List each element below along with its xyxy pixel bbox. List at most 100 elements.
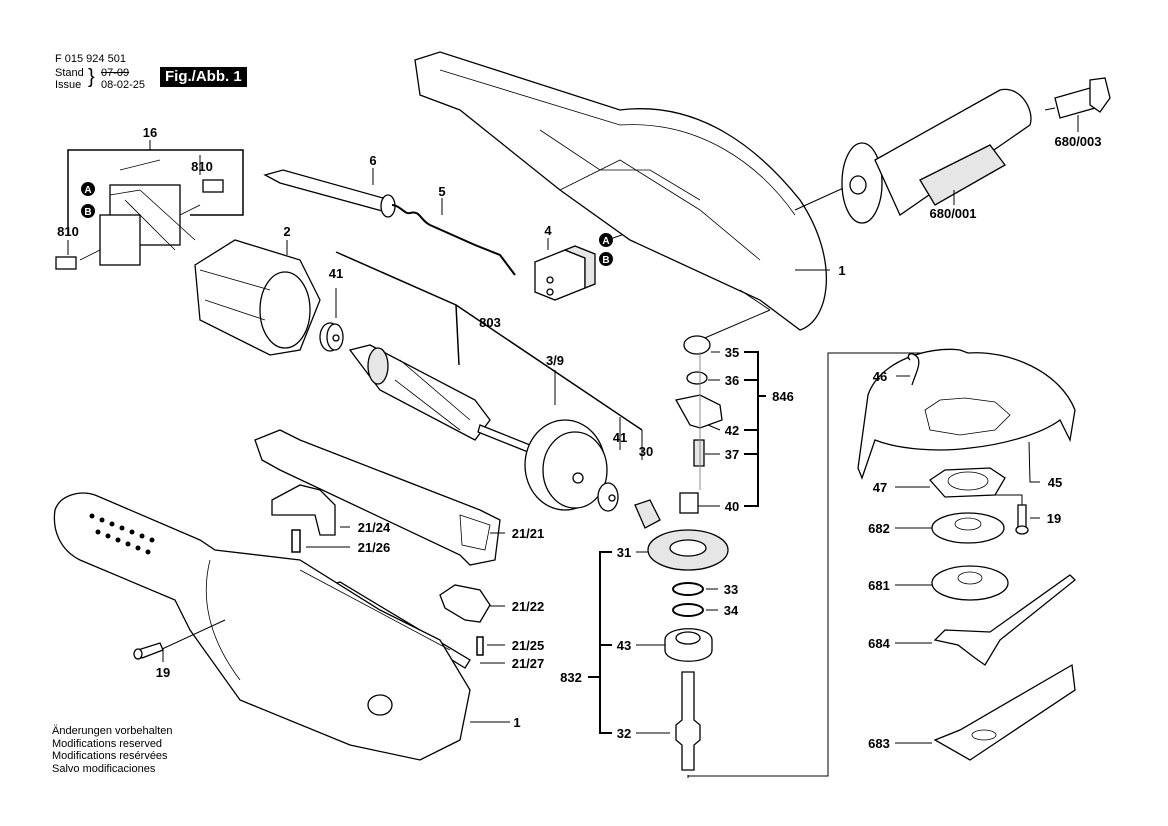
switch-part-21-22 [439, 584, 491, 623]
part-label-35: 35 [725, 345, 739, 360]
part-label-21-25: 21/25 [512, 638, 545, 653]
part-label-803: 803 [479, 315, 501, 330]
notice-line-de: Änderungen vorbehalten [52, 725, 173, 737]
part-label-36: 36 [725, 373, 739, 388]
flange-682 [931, 512, 1005, 544]
brush-holder-assembly: A B 16 810 810 [55, 125, 244, 270]
cable-sleeve-6 [263, 169, 391, 213]
notice-line-es: Salvo modificaciones [52, 762, 156, 775]
spindle-32 [675, 671, 701, 771]
armature [348, 344, 531, 453]
part-label-16: 16 [143, 125, 157, 140]
washer-33 [672, 582, 704, 596]
auxiliary-handle: 680/003 680/001 [841, 77, 1111, 224]
bracket-832 [599, 551, 612, 734]
notice-line-en: Modifications reserved [52, 737, 163, 750]
switch-part-21-24 [271, 484, 336, 536]
part-label-43: 43 [617, 638, 631, 653]
part-label-6: 6 [369, 153, 376, 168]
switch-4 [534, 245, 596, 301]
spring-46 [907, 353, 920, 386]
part-label-681: 681 [868, 578, 890, 593]
callout-a-icon [81, 182, 95, 196]
callout-a-label: A [84, 185, 91, 196]
cable-assembly: A B 6 5 4 [263, 153, 681, 301]
part-label-19-right: 19 [1047, 511, 1061, 526]
bolt-680-003 [1054, 77, 1111, 119]
part-label-21-24: 21/24 [358, 520, 391, 535]
carbon-brush-left [55, 256, 77, 270]
callout-b-icon [81, 204, 95, 218]
issue-label: Issue [55, 79, 82, 91]
part-label-846: 846 [772, 389, 794, 404]
svg-text:A: A [602, 236, 609, 247]
part-label-810-top: 810 [191, 159, 213, 174]
part-label-4: 4 [544, 223, 552, 238]
part-label-45: 45 [1048, 475, 1062, 490]
part-label-683: 683 [868, 736, 890, 751]
part-label-31: 31 [617, 545, 631, 560]
stand-label: Stand [55, 67, 84, 79]
cable-5 [391, 204, 516, 276]
housing-half-top: 1 [414, 51, 851, 341]
stand-date-struck: 07-09 [101, 67, 130, 79]
callout-b-label: B [84, 207, 91, 218]
brace-icon: } [88, 66, 95, 88]
part-label-42: 42 [725, 423, 739, 438]
part-label-1-top: 1 [838, 263, 845, 278]
stator-2: 2 [194, 224, 321, 356]
part-label-41-b: 41 [613, 430, 627, 445]
part-label-21-21: 21/21 [512, 526, 545, 541]
part-label-33: 33 [724, 582, 738, 597]
modifications-notice: Änderungen vorbehalten Modifications res… [52, 725, 172, 775]
figure-label: Fig./Abb. 1 [160, 67, 247, 87]
callout-b-icon [599, 252, 613, 266]
part-label-40: 40 [725, 499, 739, 514]
part-label-21-22: 21/22 [512, 599, 545, 614]
part-label-2: 2 [283, 224, 290, 239]
brush-holder [79, 159, 201, 266]
spindle-assembly: 31 33 34 43 832 32 [560, 352, 969, 778]
housing-half-bottom: 19 1 [53, 492, 521, 761]
carbon-brush-top [202, 179, 224, 193]
part-label-46: 46 [873, 369, 887, 384]
pin-wrench-684 [933, 574, 1076, 666]
part-label-32: 32 [617, 726, 631, 741]
part-label-682: 682 [868, 521, 890, 536]
part-label-47: 47 [873, 480, 887, 495]
wrench-683 [933, 663, 1076, 761]
screw-19-right [1017, 504, 1027, 529]
wheel-guard-45 [857, 348, 1076, 480]
handle-grip-680-001 [874, 88, 1032, 216]
pinion-30: 30 [634, 444, 661, 529]
part-label-30: 30 [639, 444, 653, 459]
locking-plate-47 [929, 467, 1006, 498]
callout-a-icon [599, 233, 613, 247]
document-number: F 015 924 501 [55, 53, 126, 65]
circlip-34 [672, 603, 704, 617]
spring-21-25 [476, 636, 484, 656]
part-label-41-a: 41 [329, 266, 343, 281]
part-label-832: 832 [560, 670, 582, 685]
bearing-41-a: 41 [319, 266, 344, 352]
part-label-680-001: 680/001 [930, 206, 977, 221]
fan-3-9: 3/9 [524, 353, 608, 511]
part-label-810-left: 810 [57, 224, 79, 239]
bracket-16 [67, 149, 244, 234]
spring-21-26 [291, 529, 301, 553]
guard-and-flanges: 46 45 47 19 682 681 684 683 [857, 348, 1076, 761]
part-label-21-27: 21/27 [512, 656, 545, 671]
bearing-41-b: 41 [597, 430, 627, 512]
part-label-21-26: 21/26 [358, 540, 391, 555]
notice-line-fr: Modifications resérvées [52, 750, 168, 762]
issue-date: 08-02-25 [101, 79, 146, 91]
part-label-680-003: 680/003 [1055, 134, 1102, 149]
part-label-3-9: 3/9 [546, 353, 564, 368]
clamping-nut-681 [931, 565, 1009, 601]
part-label-19-left: 19 [156, 665, 170, 680]
part-label-5: 5 [438, 184, 445, 199]
spindle-lock-assembly: 35 36 42 37 40 846 [674, 335, 794, 514]
slide-switch-21-21 [254, 429, 501, 566]
svg-text:B: B [602, 255, 609, 266]
